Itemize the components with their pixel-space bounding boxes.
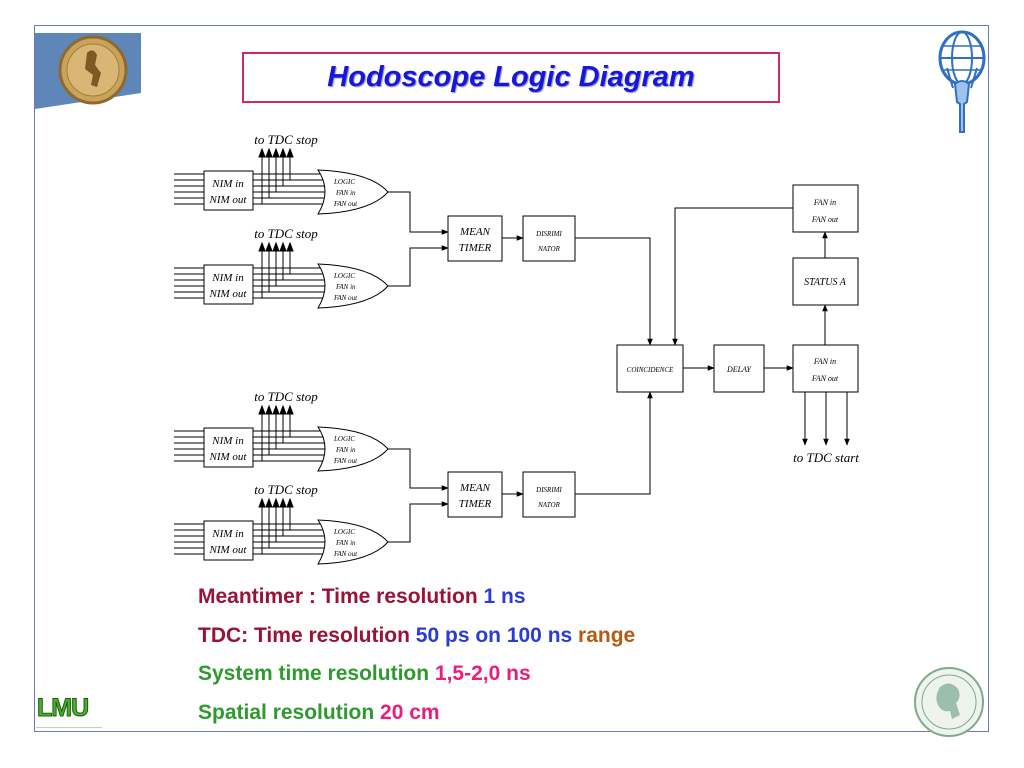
mean-timer-2-label: MEAN xyxy=(459,482,491,494)
mean-timer-1-label: MEAN xyxy=(459,226,491,238)
note-tdc: TDC: Time resolution 50 ps on 100 ns ran… xyxy=(198,623,636,647)
tdc-stop-arrow-1 xyxy=(286,147,294,158)
fan-in-out-box-lower xyxy=(792,344,859,393)
coincidence-label: COINCIDENCE xyxy=(627,366,674,374)
discriminator-2-label-b: NATOR xyxy=(537,501,561,509)
nim-out-label-2: NIM out xyxy=(209,288,248,300)
logic-fan-gate-1 xyxy=(317,169,389,215)
atlas-figure-logo xyxy=(935,28,989,143)
lmu-logo: LMU xyxy=(36,694,89,723)
nim-in-label-4: NIM in xyxy=(211,528,244,540)
nim-in-label-2: NIM in xyxy=(211,272,244,284)
tdc-stop-arrow-4 xyxy=(265,497,273,508)
tdc-stop-arrow-4 xyxy=(286,497,294,508)
tdc-stop-arrow-3 xyxy=(286,404,294,415)
nim-box-2 xyxy=(203,264,254,305)
status-a-label: STATUS A xyxy=(804,277,847,288)
nim-out-label-1: NIM out xyxy=(209,194,248,206)
discriminator-1-label-b: NATOR xyxy=(537,245,561,253)
logic-fan-gate-2 xyxy=(317,263,389,309)
logic-fan-in-label-1: FAN in xyxy=(335,189,356,197)
slide-frame xyxy=(34,25,989,732)
fan-in-out-box-upper xyxy=(792,184,859,233)
tdc-stop-arrow-2 xyxy=(272,241,280,252)
tdc-stop-arrow-3 xyxy=(272,404,280,415)
tdc-stop-arrow-1 xyxy=(279,147,287,158)
wire-disc2-coinc xyxy=(575,391,653,495)
logic-fan-out-label-2: FAN out xyxy=(333,294,358,302)
logic-fan-out-label-3: FAN out xyxy=(333,457,358,465)
nim-in-label-1: NIM in xyxy=(211,178,244,190)
title-box: Hodoscope Logic Diagram xyxy=(242,52,780,103)
mean-timer-1-box xyxy=(447,215,503,262)
medallion-logo xyxy=(35,33,141,114)
logic-fan-in-label-2: FAN in xyxy=(335,283,356,291)
tdc-start-label: to TDC start xyxy=(793,450,859,465)
fan-out-label-upper: FAN out xyxy=(811,215,839,224)
tdc-stop-arrow-1 xyxy=(272,147,280,158)
mean-timer-2-box xyxy=(447,471,503,518)
nim-box-1 xyxy=(203,170,254,211)
fan-in-label-lower: FAN in xyxy=(813,357,836,366)
note-meantimer: Meantimer : Time resolution 1 ns xyxy=(198,585,526,608)
tdc-stop-label-4: to TDC stop xyxy=(254,482,318,497)
wire-gate-meantimer-4 xyxy=(388,501,449,543)
logic-label-2: LOGIC xyxy=(333,272,355,280)
logic-label-4: LOGIC xyxy=(333,528,355,536)
wire-gate-meantimer-2 xyxy=(388,245,449,287)
tdc-stop-arrow-2 xyxy=(265,241,273,252)
nim-out-label-4: NIM out xyxy=(209,544,248,556)
resolution-notes: Meantimer : Time resolution 1 ns TDC: Ti… xyxy=(198,578,635,732)
nim-in-label-3: NIM in xyxy=(211,435,244,447)
max-planck-seal xyxy=(912,665,986,744)
tdc-stop-arrow-3 xyxy=(258,404,266,415)
logic-fan-out-label-4: FAN out xyxy=(333,550,358,558)
discriminator-2-label: DISRIMI xyxy=(535,486,562,494)
note-spatial: Spatial resolution 20 cm xyxy=(198,700,440,724)
fan-out-label-lower: FAN out xyxy=(811,374,839,383)
tdc-stop-arrow-1 xyxy=(258,147,266,158)
discriminator-1-label: DISRIMI xyxy=(535,230,562,238)
nim-box-4 xyxy=(203,520,254,561)
tdc-stop-arrow-4 xyxy=(258,497,266,508)
lmu-underline xyxy=(36,727,102,728)
tdc-stop-arrow-3 xyxy=(279,404,287,415)
mean-timer-2-label-b: TIMER xyxy=(459,498,492,510)
tdc-stop-label-1: to TDC stop xyxy=(254,132,318,147)
logic-fan-in-label-4: FAN in xyxy=(335,539,356,547)
nim-box-3 xyxy=(203,427,254,468)
tdc-stop-arrow-4 xyxy=(272,497,280,508)
logic-label-1: LOGIC xyxy=(333,178,355,186)
tdc-stop-arrow-2 xyxy=(258,241,266,252)
logic-fan-in-label-3: FAN in xyxy=(335,446,356,454)
logic-fan-gate-4 xyxy=(317,519,389,565)
logic-label-3: LOGIC xyxy=(333,435,355,443)
logic-fan-out-label-1: FAN out xyxy=(333,200,358,208)
wire-gate-meantimer-3 xyxy=(388,448,449,491)
note-system: System time resolution 1,5-2,0 ns xyxy=(198,662,531,685)
fan-in-label-upper: FAN in xyxy=(813,198,836,207)
tdc-stop-arrow-2 xyxy=(286,241,294,252)
tdc-stop-label-3: to TDC stop xyxy=(254,389,318,404)
tdc-stop-label-2: to TDC stop xyxy=(254,226,318,241)
tdc-stop-arrow-2 xyxy=(279,241,287,252)
slide-title: Hodoscope Logic Diagram xyxy=(327,61,695,93)
mean-timer-1-label-b: TIMER xyxy=(459,242,492,254)
delay-label: DELAY xyxy=(726,365,753,374)
discriminator-1-box xyxy=(522,215,576,262)
tdc-stop-arrow-3 xyxy=(265,404,273,415)
tdc-stop-arrow-1 xyxy=(265,147,273,158)
wire-gate-meantimer-1 xyxy=(388,191,449,235)
nim-out-label-3: NIM out xyxy=(209,451,248,463)
tdc-stop-arrow-4 xyxy=(279,497,287,508)
discriminator-2-box xyxy=(522,471,576,518)
wire-fan-coinc-veto xyxy=(672,207,793,346)
logic-fan-gate-3 xyxy=(317,426,389,472)
wire-disc1-coinc xyxy=(575,237,653,346)
